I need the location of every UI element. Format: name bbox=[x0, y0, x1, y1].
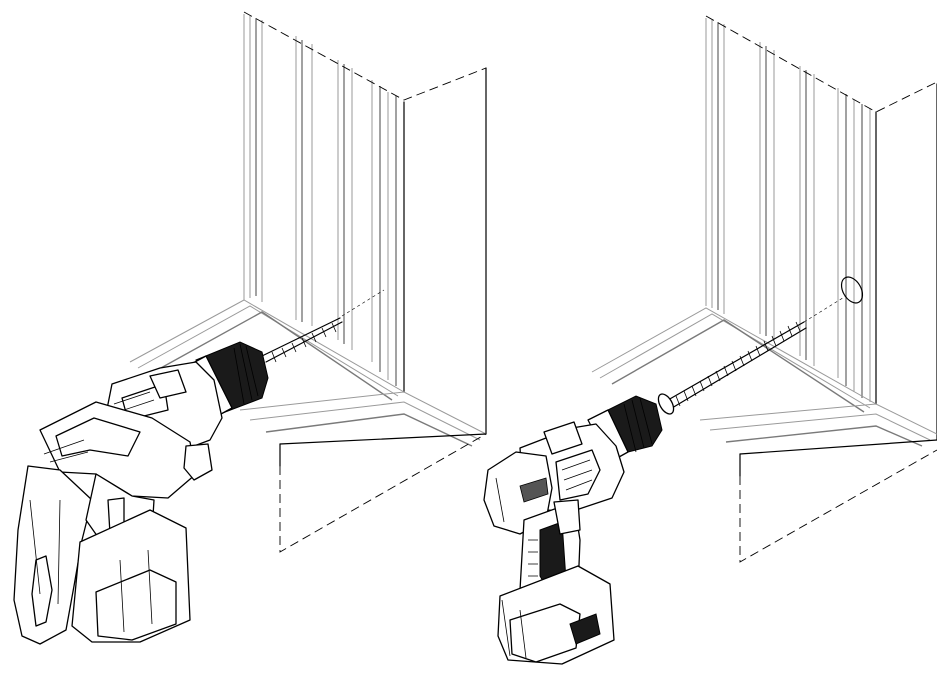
long-screw bbox=[657, 321, 807, 415]
right-window-frame bbox=[591, 15, 937, 563]
pilot-hole-icon bbox=[840, 276, 864, 304]
hammer-drill bbox=[13, 341, 269, 645]
left-window-frame bbox=[129, 11, 487, 553]
left-drill-bit bbox=[261, 317, 343, 363]
cordless-drill-driver bbox=[483, 395, 663, 665]
